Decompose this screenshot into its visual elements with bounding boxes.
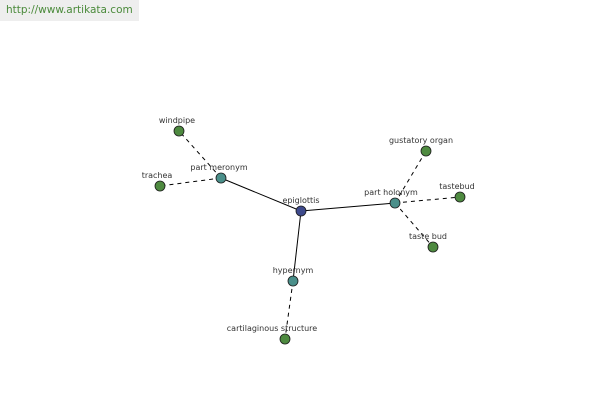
label-hypernym: hypernym <box>273 266 314 275</box>
node-hypernym[interactable] <box>287 275 299 287</box>
label-part-meronym: part meronym <box>190 163 247 172</box>
label-trachea: trachea <box>142 171 173 180</box>
edge-part-holonym-tastebud <box>394 196 461 204</box>
node-tastebud[interactable] <box>454 191 466 203</box>
edge-part-holonym-taste-bud <box>394 202 434 248</box>
label-cartilaginous-structure: cartilaginous structure <box>227 324 318 333</box>
edge-part-holonym-gustatory-organ <box>394 150 427 204</box>
nodes-layer <box>154 125 466 345</box>
label-gustatory-organ: gustatory organ <box>389 136 453 145</box>
edge-epiglottis-part-holonym <box>300 202 396 212</box>
watermark-banner: http://www.artikata.com <box>0 0 139 21</box>
node-part-meronym[interactable] <box>215 172 227 184</box>
node-cartilaginous-structure[interactable] <box>279 333 291 345</box>
site-url-link[interactable]: http://www.artikata.com <box>6 4 133 16</box>
label-epiglottis: epiglottis <box>282 196 319 205</box>
edge-part-meronym-trachea <box>159 177 222 187</box>
label-windpipe: windpipe <box>159 116 195 125</box>
edge-part-meronym-windpipe <box>178 130 222 179</box>
node-windpipe[interactable] <box>173 125 185 137</box>
node-part-holonym[interactable] <box>389 197 401 209</box>
label-part-holonym: part holonym <box>364 188 418 197</box>
label-taste-bud: taste bud <box>409 232 447 241</box>
label-tastebud: tastebud <box>439 182 475 191</box>
node-gustatory-organ[interactable] <box>420 145 432 157</box>
node-taste-bud[interactable] <box>427 241 439 253</box>
node-trachea[interactable] <box>154 180 166 192</box>
edge-epiglottis-part-meronym <box>220 177 302 212</box>
edges-layer <box>159 130 461 340</box>
node-epiglottis[interactable] <box>295 205 307 217</box>
edge-hypernym-cartilaginous-structure <box>284 280 294 340</box>
edge-epiglottis-hypernym <box>292 210 302 282</box>
labels-layer: epiglottis part meronym part holonym hypern… <box>142 116 475 333</box>
